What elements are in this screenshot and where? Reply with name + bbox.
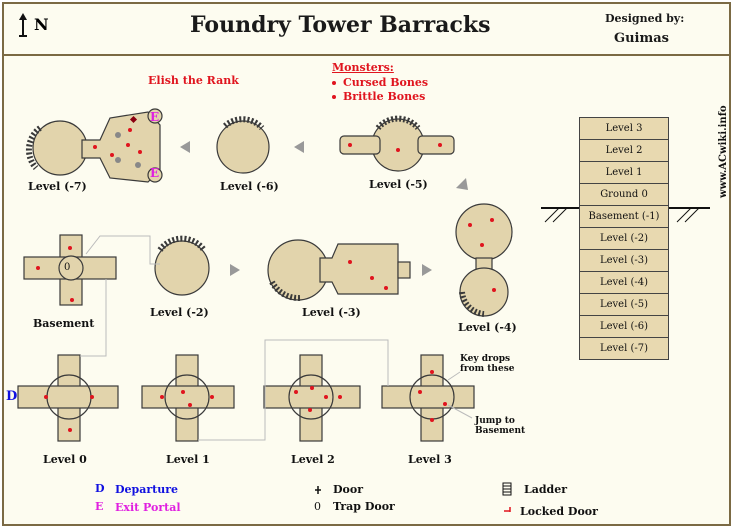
svg-text:www.ACwiki.info: www.ACwiki.info [718, 105, 729, 199]
monster-item-2: Brittle Bones [332, 90, 425, 103]
label-level-2: Level 2 [291, 453, 335, 466]
legend-ladder-label: Ladder [524, 483, 568, 496]
link-basement-l0 [80, 279, 107, 357]
room-l7-north-alcove [147, 108, 163, 124]
boss-label: Elish the Rank [148, 74, 239, 87]
designed-by-label: Designed by: [605, 12, 685, 25]
link-l1-l2 [198, 339, 389, 441]
room-basement-center [58, 255, 84, 281]
north-label: N [34, 15, 49, 34]
departure-marker: D [6, 389, 18, 404]
label-level-m7: Level (-7) [28, 180, 87, 193]
label-level-m3: Level (-3) [302, 306, 361, 319]
label-level-m4: Level (-4) [458, 321, 517, 334]
locked-door-icon [504, 507, 511, 512]
room-l4m-top [455, 203, 513, 261]
stack-cell: Level (-3) [579, 249, 669, 271]
stack-cell: Level (-5) [579, 293, 669, 315]
label-level-0: Level 0 [43, 453, 87, 466]
legend-locked-label: Locked Door [520, 505, 598, 518]
stack-cell: Level (-4) [579, 271, 669, 293]
legend-trap-key: 0 [314, 500, 321, 513]
label-level-m5: Level (-5) [369, 178, 428, 191]
room-level-0 [17, 354, 119, 442]
legend-exit-label: Exit Portal [115, 501, 181, 514]
monsters-heading: Monsters: [332, 61, 394, 74]
room-level-1 [141, 354, 235, 442]
arrow-l4-to-l5 [456, 178, 468, 190]
legend-trap-label: Trap Door [333, 500, 395, 513]
room-l3m-hall [319, 243, 399, 295]
link-drops-l3 [447, 371, 461, 381]
label-level-1: Level 1 [166, 453, 210, 466]
trap-door-marker: 0 [64, 262, 71, 273]
stack-cell: Level 3 [579, 117, 669, 139]
room-l3m-tail [397, 261, 411, 279]
boss-marker [129, 115, 138, 124]
stack-cell: Level 1 [579, 161, 669, 183]
page-title: Foundry Tower Barracks [190, 12, 491, 38]
label-level-m6: Level (-6) [220, 180, 279, 193]
legend-exit-key: E [95, 500, 104, 513]
room-l5-east [417, 135, 455, 155]
label-level-3: Level 3 [408, 453, 452, 466]
room-l5-west [339, 135, 381, 155]
legend-door-label: Door [333, 483, 364, 496]
arrow-l2-to-l3 [230, 264, 240, 276]
jump-note: Jump to Basement [475, 416, 526, 436]
link-basement-l2 [85, 235, 160, 265]
stack-cell: Level (-7) [579, 337, 669, 360]
arrow-l6-to-l7 [180, 141, 190, 153]
room-l4m-bottom [459, 267, 509, 317]
key-drops-note: Key drops from these [460, 354, 515, 374]
stack-cell: Level 2 [579, 139, 669, 161]
label-level-m2: Level (-2) [150, 306, 209, 319]
legend-departure-label: Departure [115, 483, 179, 496]
north-arrow-icon [19, 13, 27, 37]
room-l6 [216, 120, 270, 174]
stack-cell: Level (-2) [579, 227, 669, 249]
label-basement: Basement [33, 317, 95, 330]
arrow-l5-to-l6 [294, 141, 304, 153]
header-bar [2, 2, 731, 56]
legend-departure-key: D [95, 482, 105, 495]
watermark: www.ACwiki.info [718, 105, 729, 199]
north-arrow: N [18, 12, 52, 42]
room-level-3 [381, 354, 475, 442]
exit-marker-south: E [150, 166, 160, 180]
room-l7-south-alcove [147, 167, 163, 183]
link-jump-l3 [447, 404, 473, 419]
room-level-2 [263, 354, 361, 442]
monster-item-1: Cursed Bones [332, 76, 428, 89]
room-l7-round [32, 120, 88, 176]
stack-cell: Ground 0 [579, 183, 669, 205]
stack-cell: Level (-6) [579, 315, 669, 337]
designer-name: Guimas [614, 31, 669, 46]
stack-cell: Basement (-1) [579, 205, 669, 227]
arrow-l3-to-l4 [422, 264, 432, 276]
exit-marker-north: E [150, 110, 160, 124]
